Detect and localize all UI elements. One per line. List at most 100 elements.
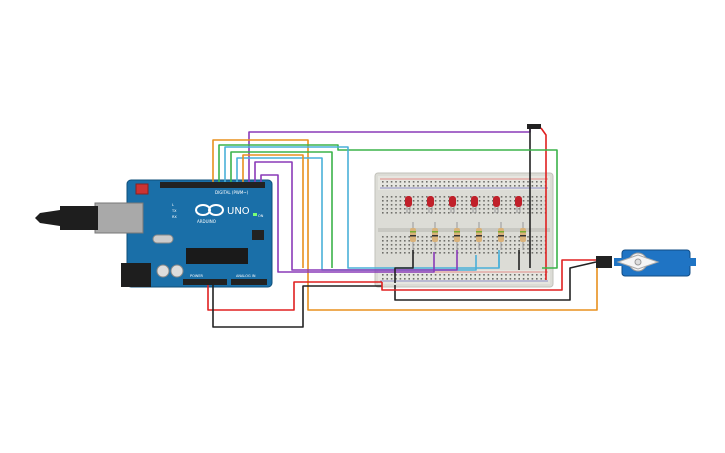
- breadboard-hole: [540, 200, 542, 202]
- breadboard-hole: [390, 212, 393, 214]
- led-group: [405, 196, 522, 213]
- breadboard-hole: [531, 196, 534, 198]
- breadboard-hole: [509, 200, 512, 202]
- breadboard-hole: [412, 208, 415, 210]
- breadboard-hole: [531, 248, 534, 250]
- breadboard-hole: [470, 236, 472, 238]
- breadboard-hole: [386, 240, 388, 242]
- breadboard-hole: [478, 252, 481, 254]
- breadboard-hole: [443, 244, 446, 246]
- breadboard-hole: [421, 252, 424, 254]
- breadboard-hole: [487, 181, 490, 183]
- resistor: [476, 222, 482, 250]
- breadboard-hole: [404, 236, 406, 238]
- breadboard-hole: [399, 204, 402, 206]
- breadboard-hole: [395, 204, 397, 206]
- breadboard-hole: [465, 274, 468, 276]
- on-label: ON: [258, 214, 264, 218]
- breadboard-hole: [474, 252, 476, 254]
- breadboard-hole: [439, 274, 441, 276]
- breadboard-hole: [417, 252, 419, 254]
- breadboard-hole: [514, 248, 516, 250]
- breadboard-hole: [465, 278, 468, 280]
- breadboard-hole: [382, 240, 384, 242]
- breadboard-hole: [421, 236, 424, 238]
- breadboard-hole: [540, 240, 542, 242]
- breadboard-hole: [461, 204, 463, 206]
- breadboard-hole: [540, 204, 542, 206]
- breadboard-hole: [443, 181, 446, 183]
- wire-black: [212, 285, 382, 328]
- breadboard-hole: [461, 200, 463, 202]
- breadboard-hole: [531, 274, 534, 276]
- breadboard-hole: [448, 236, 450, 238]
- breadboard-hole: [540, 181, 542, 183]
- breadboard-hole: [395, 274, 397, 276]
- breadboard-hole: [461, 278, 463, 280]
- breadboard-hole: [496, 244, 498, 246]
- breadboard-hole: [492, 278, 494, 280]
- breadboard-hole: [470, 274, 472, 276]
- breadboard-hole: [483, 278, 485, 280]
- breadboard-hole: [522, 196, 525, 198]
- breadboard-hole: [421, 278, 424, 280]
- wire-orange: [212, 139, 598, 311]
- breadboard-hole: [443, 204, 446, 206]
- breadboard-hole: [421, 204, 424, 206]
- breadboard-hole: [509, 181, 512, 183]
- breadboard-hole: [456, 196, 459, 198]
- breadboard-hole: [430, 185, 432, 187]
- resistor-group: [410, 222, 526, 250]
- breadboard-hole: [461, 240, 463, 242]
- breadboard-hole: [465, 212, 468, 214]
- breadboard-hole: [492, 244, 494, 246]
- breadboard-hole: [540, 244, 542, 246]
- breadboard-hole: [500, 200, 503, 202]
- breadboard-hole: [509, 196, 512, 198]
- breadboard-hole: [382, 200, 384, 202]
- breadboard-hole: [443, 212, 446, 214]
- breadboard-hole: [500, 252, 503, 254]
- breadboard-hole: [518, 240, 520, 242]
- breadboard-hole: [456, 185, 459, 187]
- breadboard-hole: [461, 236, 463, 238]
- breadboard-hole: [456, 204, 459, 206]
- breadboard-hole: [421, 248, 424, 250]
- breadboard-hole: [390, 236, 393, 238]
- breadboard-hole: [439, 278, 441, 280]
- breadboard-hole: [426, 200, 428, 202]
- analog-label: ANALOG IN: [236, 274, 256, 278]
- breadboard-hole: [518, 181, 520, 183]
- breadboard-hole: [448, 244, 450, 246]
- led: [405, 196, 412, 213]
- breadboard-hole: [408, 185, 410, 187]
- breadboard-hole: [487, 185, 490, 187]
- led: [471, 196, 478, 213]
- breadboard-hole: [492, 248, 494, 250]
- breadboard-hole: [417, 274, 419, 276]
- breadboard-hole: [496, 240, 498, 242]
- power-header: [183, 279, 227, 285]
- breadboard-hole: [448, 248, 450, 250]
- wire-green: [230, 151, 333, 268]
- breadboard-hole: [386, 244, 388, 246]
- breadboard-hole: [465, 252, 468, 254]
- breadboard-hole: [395, 278, 397, 280]
- capacitor: [156, 264, 170, 278]
- breadboard-hole: [487, 244, 490, 246]
- breadboard-hole: [470, 196, 472, 198]
- breadboard-hole: [386, 196, 388, 198]
- breadboard-hole: [496, 252, 498, 254]
- breadboard-hole: [514, 240, 516, 242]
- breadboard-hole: [439, 181, 441, 183]
- breadboard-hole: [509, 240, 512, 242]
- breadboard-hole: [382, 252, 384, 254]
- breadboard-hole: [426, 240, 428, 242]
- breadboard-hole: [531, 185, 534, 187]
- breadboard-hole: [426, 196, 428, 198]
- breadboard-hole: [487, 248, 490, 250]
- breadboard-hole: [474, 181, 476, 183]
- breadboard-hole: [434, 181, 437, 183]
- breadboard-hole: [404, 252, 406, 254]
- breadboard-hole: [518, 208, 520, 210]
